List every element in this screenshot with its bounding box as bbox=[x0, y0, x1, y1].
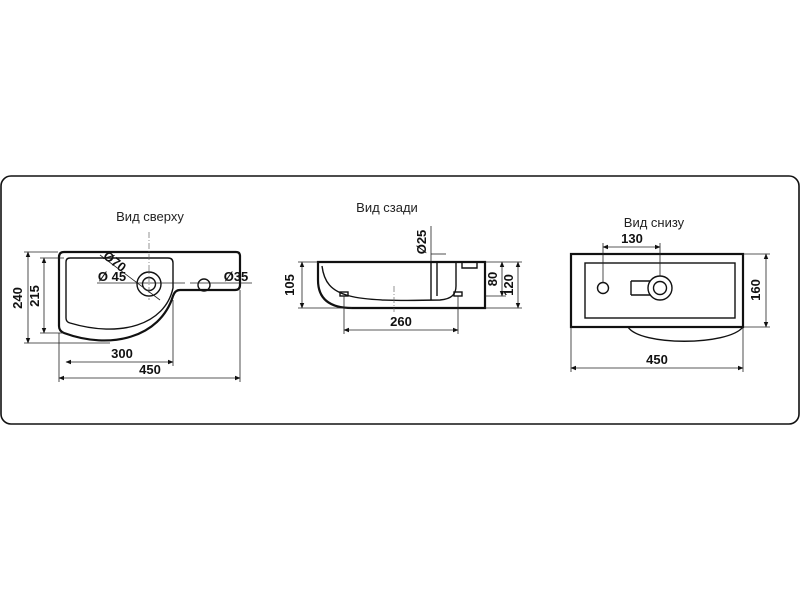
back-view-title: Вид сзади bbox=[356, 200, 418, 215]
back-view-drain-pipe bbox=[430, 262, 438, 300]
top-view-tap-hole bbox=[197, 278, 211, 292]
bottom-view-drain-inner bbox=[652, 280, 668, 296]
top-view-depth-bowl-label: 215 bbox=[27, 285, 42, 307]
top-view-drain-outer-leader bbox=[99, 254, 161, 301]
bottom-view-hole-offset-label: 130 bbox=[621, 231, 643, 246]
drawing-frame bbox=[0, 175, 800, 425]
bottom-view-tap-hole bbox=[596, 281, 610, 295]
back-view-height-inner-label: 80 bbox=[485, 272, 500, 286]
bottom-view: Вид снизу 130 160 450 bbox=[569, 215, 770, 372]
bottom-view-depth-label: 160 bbox=[748, 279, 763, 301]
top-view-bowl-inner bbox=[65, 257, 174, 330]
bottom-view-outline bbox=[569, 252, 745, 329]
bottom-view-title: Вид снизу bbox=[624, 215, 685, 230]
back-view-height-outer-label: 120 bbox=[501, 274, 516, 296]
bottom-view-drain-bracket bbox=[630, 280, 650, 296]
back-view-mount-hole-right bbox=[453, 291, 463, 297]
back-view-right-recess bbox=[461, 262, 478, 269]
back-view-bowl-inner bbox=[321, 262, 457, 302]
top-view-depth-total-label: 240 bbox=[10, 287, 25, 309]
top-view-tap-hole-label: Ø35 bbox=[224, 269, 249, 284]
top-view-width-total-label: 450 bbox=[139, 362, 161, 377]
bottom-view-drain-outer bbox=[647, 275, 673, 301]
bottom-view-bowl-bulge bbox=[627, 326, 744, 342]
top-view-width-bowl-label: 300 bbox=[111, 346, 133, 361]
bottom-view-width-label: 450 bbox=[646, 352, 668, 367]
top-view: Вид сверху Ø70 Ø 45 Ø35 240 215 30 bbox=[10, 209, 252, 382]
back-view-height-left-label: 105 bbox=[282, 274, 297, 296]
top-view-drain-inner-label: Ø 45 bbox=[98, 269, 126, 284]
back-view-mount-spacing-label: 260 bbox=[390, 314, 412, 329]
back-view-overflow-label: Ø25 bbox=[414, 230, 429, 255]
back-view: Вид сзади Ø25 105 80 120 260 bbox=[282, 200, 522, 334]
top-view-basin-outline bbox=[57, 250, 242, 342]
back-view-body-outline bbox=[316, 260, 487, 310]
top-view-title: Вид сверху bbox=[116, 209, 184, 224]
